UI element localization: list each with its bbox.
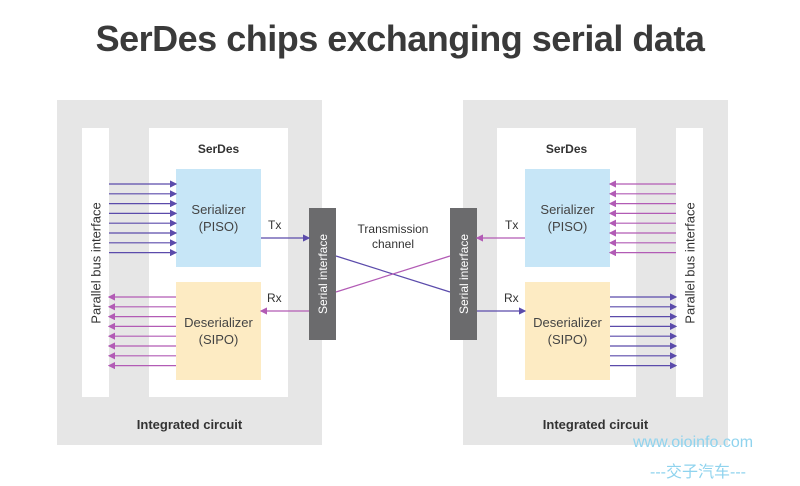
left-deserializer-label: Deserializer — [184, 315, 253, 330]
channel-line2: channel — [371, 237, 415, 251]
right-deserializer: Deserializer (SIPO) — [525, 282, 610, 380]
right-parallel-bus-interface: Parallel bus interface — [676, 128, 703, 397]
right-serializer: Serializer (PISO) — [525, 169, 610, 267]
left-serial-interface: Serial interface — [309, 208, 336, 340]
right-ic-label: Integrated circuit — [542, 417, 649, 432]
left-ic-label: Integrated circuit — [136, 417, 243, 432]
left-serializer: Serializer (PISO) — [176, 169, 261, 267]
right-deserializer-label: Deserializer — [533, 315, 602, 330]
channel-line-right-to-left — [335, 255, 451, 293]
left-serializer-label: Serializer — [191, 202, 246, 217]
channel-line1: Transmission — [357, 222, 429, 236]
left-rx-label: Rx — [267, 291, 282, 305]
left-deserializer-sub: (SIPO) — [198, 332, 239, 347]
right-serializer-label: Serializer — [540, 202, 595, 217]
right-serdes-label: SerDes — [545, 142, 588, 156]
right-serial-interface: Serial interface — [450, 208, 477, 340]
left-parallel-bus-interface: Parallel bus interface — [82, 128, 109, 397]
left-tx-label: Tx — [268, 218, 282, 232]
left-deserializer: Deserializer (SIPO) — [176, 282, 261, 380]
right-deserializer-sub: (SIPO) — [547, 332, 588, 347]
right-rx-label: Rx — [504, 291, 519, 305]
watermark-url: www.oioinfo.com — [633, 434, 754, 451]
right-tx-label: Tx — [505, 218, 519, 232]
right-serializer-sub: (PISO) — [547, 219, 588, 234]
left-serializer-sub: (PISO) — [198, 219, 239, 234]
left-serdes-label: SerDes — [197, 142, 240, 156]
watermark-text: ---交子汽车--- — [650, 464, 746, 481]
title: SerDes chips exchanging serial data — [95, 18, 705, 59]
